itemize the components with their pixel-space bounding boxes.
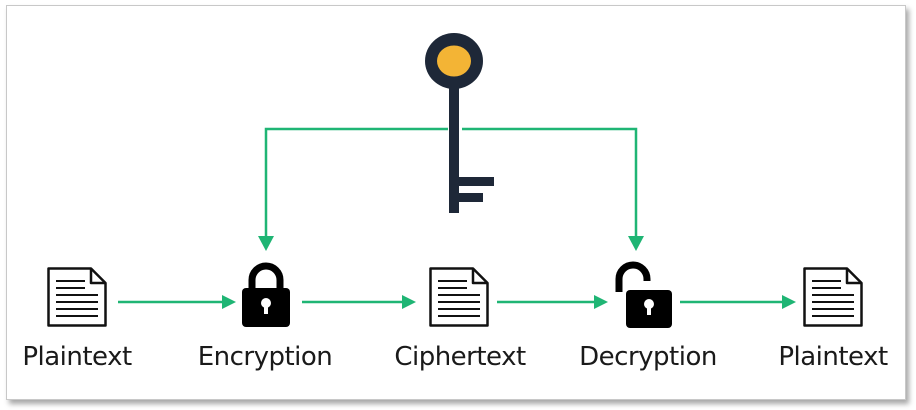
- node-label-ciphertext: Ciphertext: [394, 342, 526, 372]
- key-to-decryption-line: [462, 127, 638, 246]
- key-to-decryption-arrowhead: [628, 236, 644, 251]
- node-label-encryption: Encryption: [197, 342, 333, 372]
- key-connector: [258, 127, 644, 251]
- node-label-plaintext-2: Plaintext: [778, 342, 888, 372]
- node-label-plaintext-1: Plaintext: [22, 342, 132, 372]
- lock-closed-icon: [242, 262, 290, 327]
- lock-open-icon: [615, 261, 672, 328]
- node-label-decryption: Decryption: [579, 342, 717, 372]
- document-icon: [47, 267, 107, 327]
- key-to-encryption-line: [264, 127, 448, 246]
- key-icon: [425, 33, 494, 213]
- document-icon: [429, 267, 489, 327]
- key-to-encryption-arrowhead: [258, 236, 274, 251]
- flow-arrows: [118, 295, 796, 309]
- document-icon: [803, 267, 863, 327]
